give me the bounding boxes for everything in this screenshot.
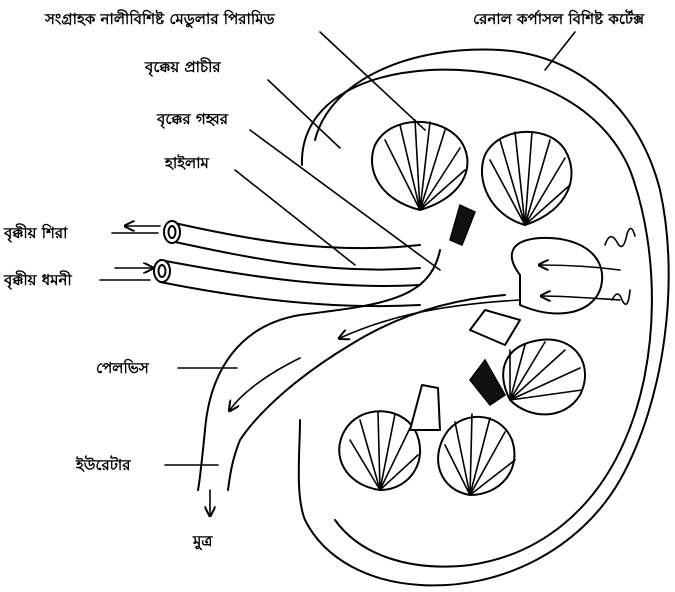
nephron-coil-2: [612, 290, 630, 304]
label-wall: বৃক্কেয় প্রাচীর: [144, 57, 221, 78]
pyramid-5: [339, 411, 420, 490]
pyramid-6: [438, 414, 515, 495]
label-hilum: হাইলাম: [164, 153, 210, 172]
label-cavity: বৃক্কের গহ্বর: [156, 110, 229, 130]
nephron-coil-1: [605, 228, 635, 246]
label-pelvis: পেলভিস: [96, 358, 150, 377]
label-pyramid: সংগ্রাহক নালীবিশিষ্ট মেডুলার পিরামিড: [44, 9, 275, 28]
leader-hilum: [235, 170, 355, 265]
renal-artery: [154, 260, 420, 306]
pelvis-flow-arrow-2: [230, 358, 300, 410]
pyramid-1: [372, 120, 467, 210]
papilla-1: [450, 205, 475, 245]
papilla-4: [470, 310, 520, 345]
label-cortex: রেনাল কর্পাসল বিশিষ্ট কর্টেক্স: [473, 9, 645, 28]
leader-wall: [268, 80, 340, 148]
label-urine: মুত্র: [192, 532, 213, 550]
papilla-3: [410, 385, 440, 430]
leader-pyramid: [320, 32, 425, 130]
pyramid-3: [512, 238, 602, 314]
pyramid-2: [482, 132, 572, 225]
papilla-2: [470, 360, 505, 405]
renal-vein: [164, 221, 420, 270]
label-ureter: ইউরেটার: [75, 455, 131, 474]
pyramid-4: [503, 339, 585, 414]
label-artery: বৃক্কীয় ধমনী: [3, 270, 72, 291]
label-vein: বৃক্কীয় শিরা: [3, 223, 68, 244]
